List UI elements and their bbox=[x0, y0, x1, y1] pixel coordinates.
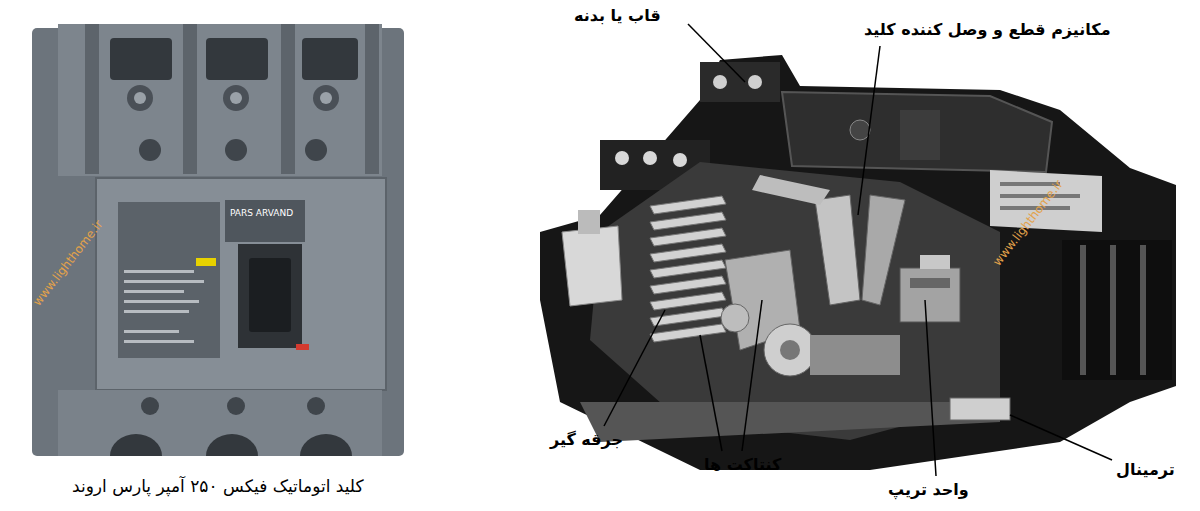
cutaway-illustration bbox=[540, 55, 1176, 470]
part-label: جرقه گیر bbox=[550, 430, 623, 449]
part-label: مکانیزم قطع و وصل کننده کلید bbox=[864, 20, 1111, 39]
part-label: واحد تریپ bbox=[888, 480, 969, 499]
part-label: کنتاکت ها bbox=[704, 455, 781, 474]
part-label: قاب یا بدنه bbox=[574, 6, 661, 25]
leader-lines bbox=[604, 24, 1112, 476]
caption: کلید اتوماتیک فیکس ۲۵۰ آمپر پارس اروند bbox=[72, 476, 364, 496]
brand-text: PARS ARVAND bbox=[230, 208, 293, 219]
part-label: ترمینال bbox=[1116, 460, 1175, 479]
